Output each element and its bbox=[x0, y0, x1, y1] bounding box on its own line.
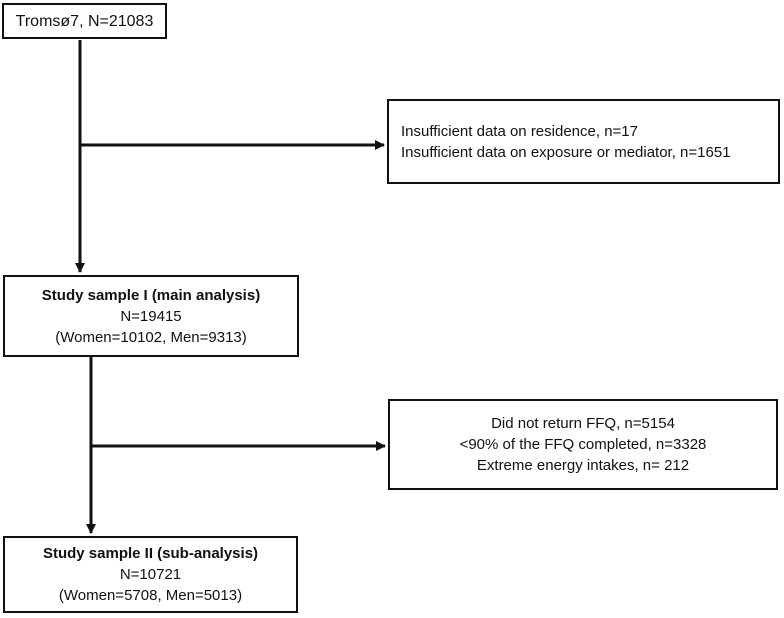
exclusion-1-line-exposure: Insufficient data on exposure or mediato… bbox=[401, 143, 731, 161]
study-sample-1-breakdown: (Women=10102, Men=9313) bbox=[55, 328, 247, 346]
exclusion-box-1: Insufficient data on residence, n=17 Ins… bbox=[387, 99, 780, 184]
exclusion-1-line-residence: Insufficient data on residence, n=17 bbox=[401, 122, 638, 140]
start-box: Tromsø7, N=21083 bbox=[2, 3, 167, 39]
exclusion-2-line-ffq-incomplete: <90% of the FFQ completed, n=3328 bbox=[459, 436, 707, 453]
study-sample-2-breakdown: (Women=5708, Men=5013) bbox=[58, 587, 243, 604]
exclusion-2-line-energy: Extreme energy intakes, n= 212 bbox=[476, 457, 690, 474]
start-text: Tromsø7, N=21083 bbox=[15, 12, 154, 30]
study-sample-2-total: N=10721 bbox=[119, 566, 182, 583]
exclusion-box-2: Did not return FFQ, n=5154 <90% of the F… bbox=[388, 399, 778, 490]
exclusion-2-line-ffq-not-returned: Did not return FFQ, n=5154 bbox=[491, 415, 675, 432]
study-sample-2-box: Study sample II (sub-analysis) N=10721 (… bbox=[3, 536, 298, 613]
study-sample-1-box: Study sample I (main analysis) N=19415 (… bbox=[3, 275, 299, 357]
study-sample-2-title: Study sample II (sub-analysis) bbox=[42, 545, 259, 562]
study-sample-1-title: Study sample I (main analysis) bbox=[41, 286, 261, 304]
study-sample-1-total: N=19415 bbox=[120, 307, 182, 325]
